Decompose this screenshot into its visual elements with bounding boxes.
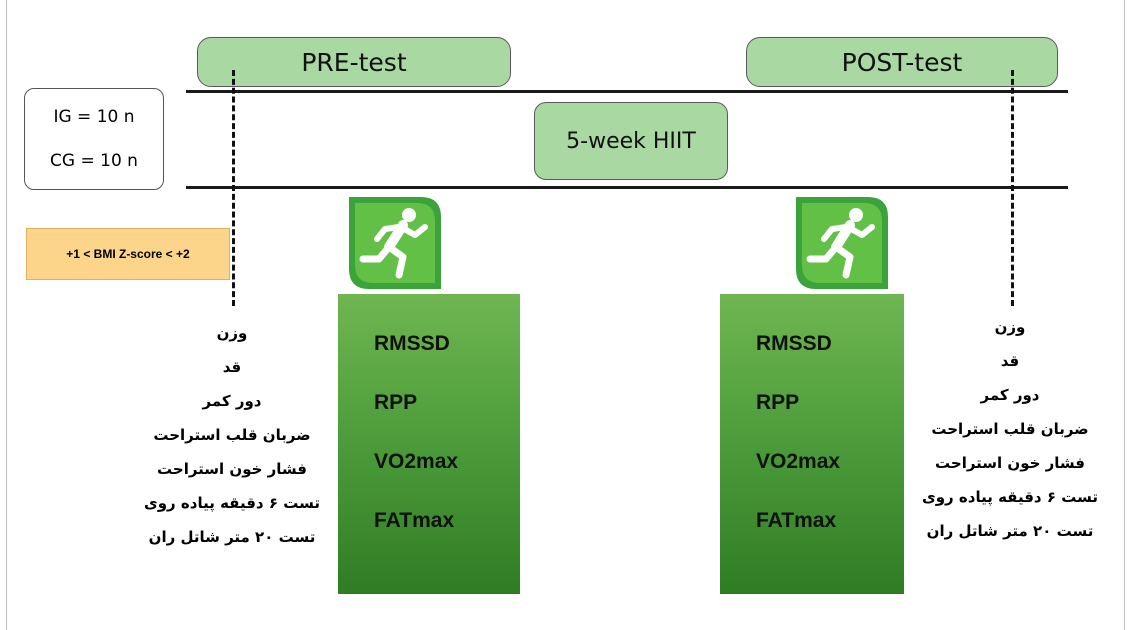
measure-vo2max: VO2max (756, 450, 841, 473)
measure-weight: وزن (994, 318, 1026, 336)
measure-resting-blood-pressure: فشار خون استراحت (157, 460, 307, 478)
measure-vo2max: VO2max (374, 450, 459, 473)
measure-rmssd: RMSSD (374, 332, 450, 355)
intervention-label: 5-week HIIT (534, 102, 728, 180)
pre-test-lab-measures: RMSSD RPP VO2max FATmax (338, 294, 520, 594)
measure-rpp: RPP (756, 391, 800, 414)
control-group-size: CG = 10 n (50, 151, 138, 171)
post-test-lab-measures: RMSSD RPP VO2max FATmax (720, 294, 904, 594)
measure-resting-heart-rate: ضربان قلب استراحت (931, 420, 1089, 438)
pre-test-label: PRE-test (197, 37, 511, 87)
running-person-icon (349, 197, 441, 289)
group-sizes-box: IG = 10 n CG = 10 n (24, 88, 164, 190)
bmi-criterion-box: +1 < BMI Z-score < +2 (26, 228, 230, 280)
frame-left-edge (6, 0, 7, 630)
measure-waist: دور کمر (202, 392, 262, 410)
timeline-bottom-line (186, 186, 1068, 189)
post-test-label: POST-test (746, 37, 1058, 87)
measure-6-minute-walk-test: تست ۶ دقیقه پیاده روی (921, 488, 1098, 506)
frame-right-edge (1124, 0, 1125, 630)
post-test-dashed-line (1011, 70, 1014, 306)
measure-weight: وزن (216, 324, 248, 342)
measure-waist: دور کمر (980, 386, 1040, 404)
measure-fatmax: FATmax (756, 509, 837, 532)
measure-20m-shuttle-run: تست ۲۰ متر شاتل ران (926, 522, 1094, 540)
measure-20m-shuttle-run: تست ۲۰ متر شاتل ران (148, 528, 316, 546)
measure-resting-heart-rate: ضربان قلب استراحت (153, 426, 311, 444)
running-person-icon (796, 197, 888, 289)
intervention-group-size: IG = 10 n (53, 107, 135, 127)
timeline-top-line (186, 90, 1068, 93)
measure-rpp: RPP (374, 391, 418, 414)
pre-test-field-measures: وزن قد دور کمر ضربان قلب استراحت فشار خو… (120, 316, 344, 554)
pre-test-dashed-line (232, 70, 235, 306)
measure-height: قد (1000, 352, 1020, 370)
measure-fatmax: FATmax (374, 509, 455, 532)
post-test-field-measures: وزن قد دور کمر ضربان قلب استراحت فشار خو… (898, 310, 1122, 548)
measure-resting-blood-pressure: فشار خون استراحت (935, 454, 1085, 472)
measure-rmssd: RMSSD (756, 332, 832, 355)
measure-6-minute-walk-test: تست ۶ دقیقه پیاده روی (143, 494, 320, 512)
measure-height: قد (222, 358, 242, 376)
